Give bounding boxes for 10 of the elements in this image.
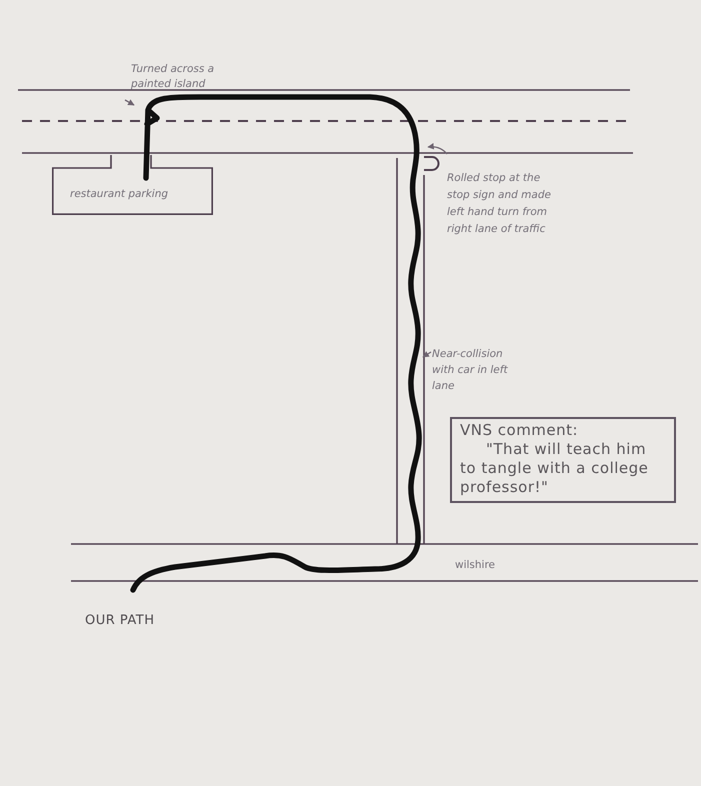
parking-lot xyxy=(52,155,213,215)
comment-heading: VNS comment: xyxy=(460,421,580,440)
comment-box xyxy=(450,417,676,503)
path-label: OUR PATH xyxy=(85,613,155,628)
annotation-text: Near-collision with car in left lane xyxy=(432,347,509,394)
annotation-text: Rolled stop at the stop sign and made left hand turn from right lane of traffic xyxy=(447,171,552,237)
comment-quote: "That will teach him to tangle with a college professor!" xyxy=(460,440,650,497)
lot-label: restaurant parking xyxy=(70,188,168,200)
street-name: wilshire xyxy=(455,559,496,571)
annotation-text: Turned across a painted island xyxy=(131,62,216,92)
